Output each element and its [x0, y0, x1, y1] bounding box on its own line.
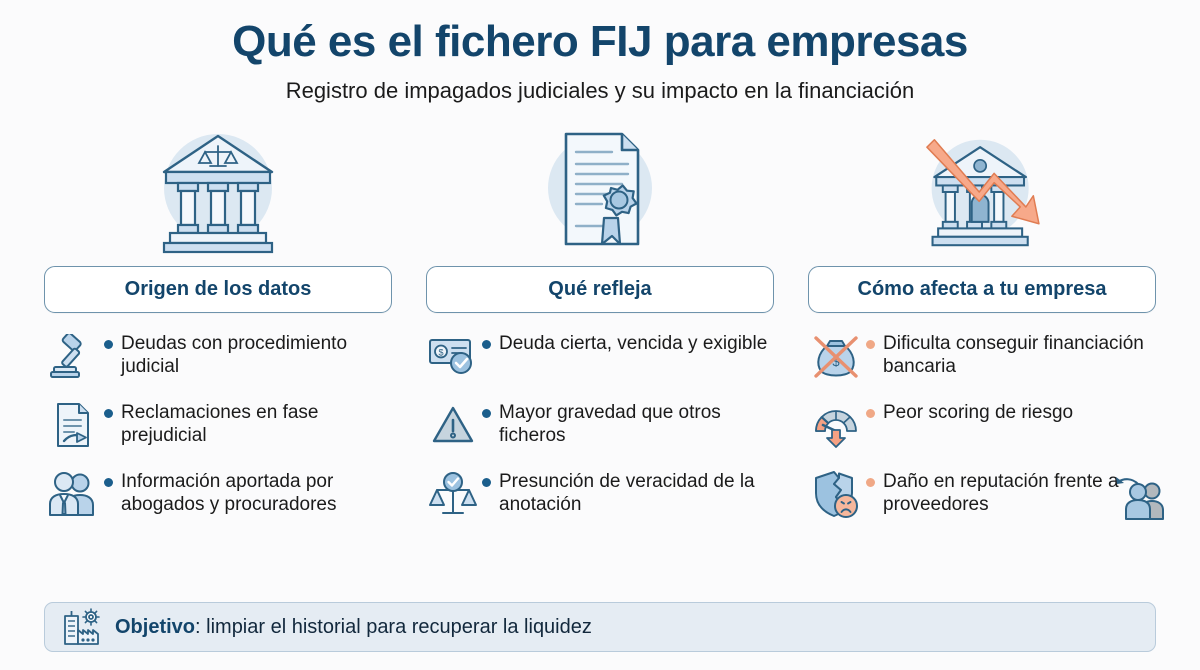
- broken-shield-sad-icon: [808, 469, 864, 519]
- gavel-icon: [44, 331, 102, 381]
- objective-label: Objetivo: [115, 615, 196, 638]
- list-item: Mayor gravedad que otros ficheros: [426, 400, 774, 450]
- column-heading-riesgo: Cómo afecta a tu empresa: [808, 265, 1156, 313]
- objective-body: limpiar el historial para recuperar la l…: [206, 615, 592, 638]
- bullet-dot: [482, 477, 491, 487]
- bullet-dot: [866, 339, 875, 349]
- providers-people-icon: [1112, 474, 1166, 525]
- list-item: Información aportada por abogados y proc…: [44, 469, 392, 519]
- bullet-dot: [104, 408, 113, 418]
- bullet-list-refleja: $ Deuda cierta, vencida y exigible: [426, 331, 774, 519]
- list-item-label: Deudas con procedimiento judicial: [121, 332, 348, 377]
- page-title: Qué es el fichero FIJ para empresas: [232, 17, 968, 66]
- list-item: Deudas con procedimiento judicial: [44, 331, 392, 381]
- header: Qué es el fichero FIJ para empresas Regi…: [0, 0, 1200, 104]
- column-origen: Origen de los datos: [44, 122, 392, 602]
- list-item: Presunción de veracidad de la anotación: [426, 469, 774, 519]
- list-item: Reclamaciones en fase prejudicial: [44, 400, 392, 450]
- document-arrow-icon: [44, 400, 102, 450]
- factory-gear-icon: [63, 608, 105, 646]
- column-heading-origen: Origen de los datos: [44, 265, 392, 313]
- objective-text: Objetivo: limpiar el historial para recu…: [115, 616, 592, 639]
- columns-container: Origen de los datos: [0, 104, 1200, 602]
- bullet-list-origen: Deudas con procedimiento judicial: [44, 331, 392, 519]
- svg-text:$: $: [832, 354, 840, 369]
- bank-declining-arrow-icon: [912, 122, 1052, 262]
- bullet-dot: [482, 339, 491, 349]
- list-item-label: Dificulta conseguir financiación bancari…: [883, 332, 1144, 377]
- courthouse-scales-icon: [148, 122, 288, 262]
- list-item: Daño en reputación frente a proveedores: [808, 469, 1164, 520]
- list-item-label: Peor scoring de riesgo: [883, 401, 1074, 423]
- list-item-label: Información aportada por abogados y proc…: [121, 470, 337, 515]
- column-riesgo: Cómo afecta a tu empresa $: [808, 122, 1164, 602]
- objective-banner: Objetivo: limpiar el historial para recu…: [44, 602, 1156, 652]
- list-item-label: Reclamaciones en fase prejudicial: [121, 401, 319, 446]
- scales-check-icon: [426, 469, 480, 519]
- bullet-dot: [866, 477, 875, 487]
- bullet-dot: [104, 477, 113, 487]
- list-item-label: Mayor gravedad que otros ficheros: [499, 401, 721, 446]
- list-item-label: Daño en reputación frente a proveedores: [883, 470, 1119, 515]
- bullet-dot: [482, 408, 491, 418]
- list-item: $ Deuda cierta, vencida y exigible: [426, 331, 774, 381]
- page-subtitle: Registro de impagados judiciales y su im…: [285, 77, 915, 103]
- warning-triangle-icon: [426, 400, 480, 450]
- list-item: $ Dificulta conseguir financiación banca…: [808, 331, 1156, 381]
- column-heading-refleja: Qué refleja: [426, 265, 774, 313]
- bullet-list-riesgo: $ Dificulta conseguir financiación banca…: [808, 331, 1164, 520]
- objective-separator: :: [195, 615, 207, 638]
- two-people-icon: [44, 469, 102, 519]
- column-refleja: Qué refleja $: [426, 122, 774, 602]
- list-item-label: Presunción de veracidad de la anotación: [499, 470, 755, 515]
- bullet-dot: [104, 339, 113, 349]
- certificate-seal-icon: [530, 122, 670, 262]
- bullet-dot: [866, 408, 875, 418]
- gauge-down-icon: [808, 400, 864, 450]
- list-item: Peor scoring de riesgo: [808, 400, 1156, 450]
- svg-text:$: $: [438, 347, 443, 357]
- banknote-check-icon: $: [426, 331, 480, 381]
- list-item-label: Deuda cierta, vencida y exigible: [499, 332, 768, 354]
- money-bag-crossed-icon: $: [808, 331, 864, 381]
